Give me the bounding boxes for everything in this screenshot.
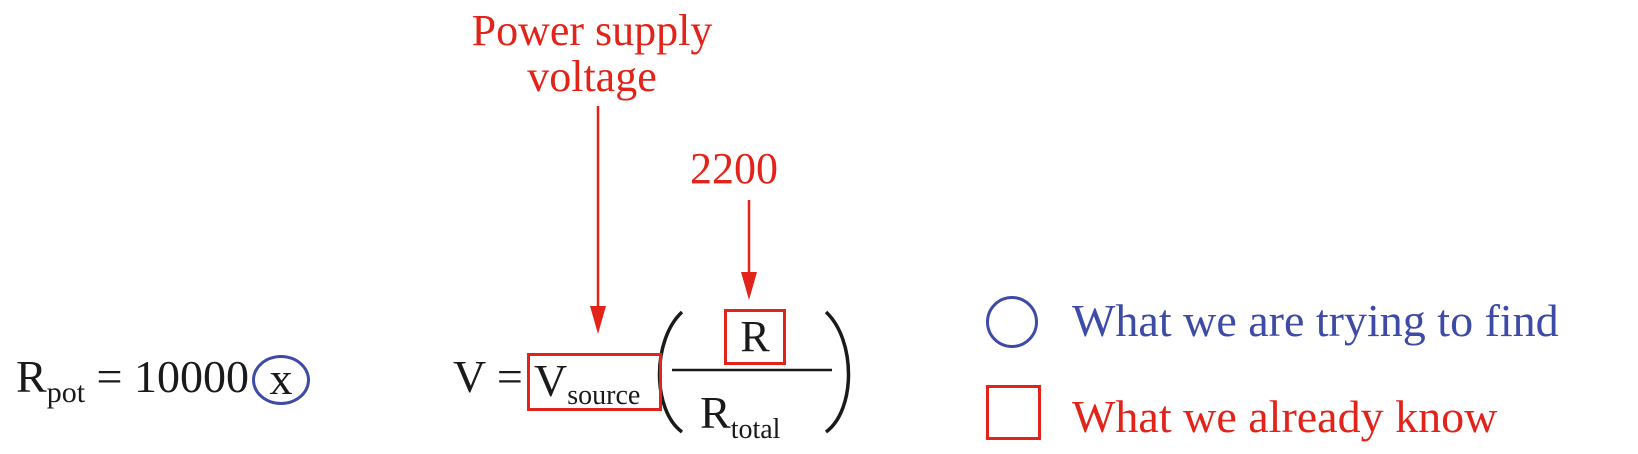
rpot-value: = 10000 — [85, 351, 249, 402]
power-supply-label: Power supply voltage — [462, 8, 722, 100]
vsource-symbol: V — [534, 355, 568, 406]
unknown-x-circle: x — [252, 355, 310, 405]
resistor-value-label: 2200 — [690, 144, 778, 193]
rpot-subscript: pot — [46, 376, 86, 409]
rpot-symbol: R — [16, 351, 47, 402]
rpot-equation: Rpot = 10000 — [16, 351, 249, 408]
rtotal-symbol: R — [700, 387, 731, 438]
power-supply-label-line2: voltage — [527, 52, 657, 101]
legend-find-text: What we are trying to find — [1072, 295, 1559, 346]
power-supply-label-line1: Power supply — [471, 6, 713, 55]
rtotal-subscript: total — [730, 414, 781, 445]
left-parenthesis — [657, 310, 684, 434]
legend-square-icon — [986, 385, 1041, 440]
legend-know-text: What we already know — [1072, 391, 1498, 442]
right-parenthesis — [824, 310, 851, 434]
legend-circle-icon — [986, 296, 1038, 348]
resistor-arrowhead — [741, 272, 757, 300]
numerator-r-box: R — [724, 309, 786, 365]
v-equals: V = — [453, 351, 523, 402]
vsource-box: Vsource — [527, 353, 662, 411]
denominator-rtotal: Rtotal — [700, 387, 781, 446]
unknown-x: x — [269, 353, 293, 404]
numerator-r: R — [740, 312, 770, 361]
supply-arrowhead — [590, 306, 606, 334]
vsource-subscript: source — [567, 380, 641, 411]
